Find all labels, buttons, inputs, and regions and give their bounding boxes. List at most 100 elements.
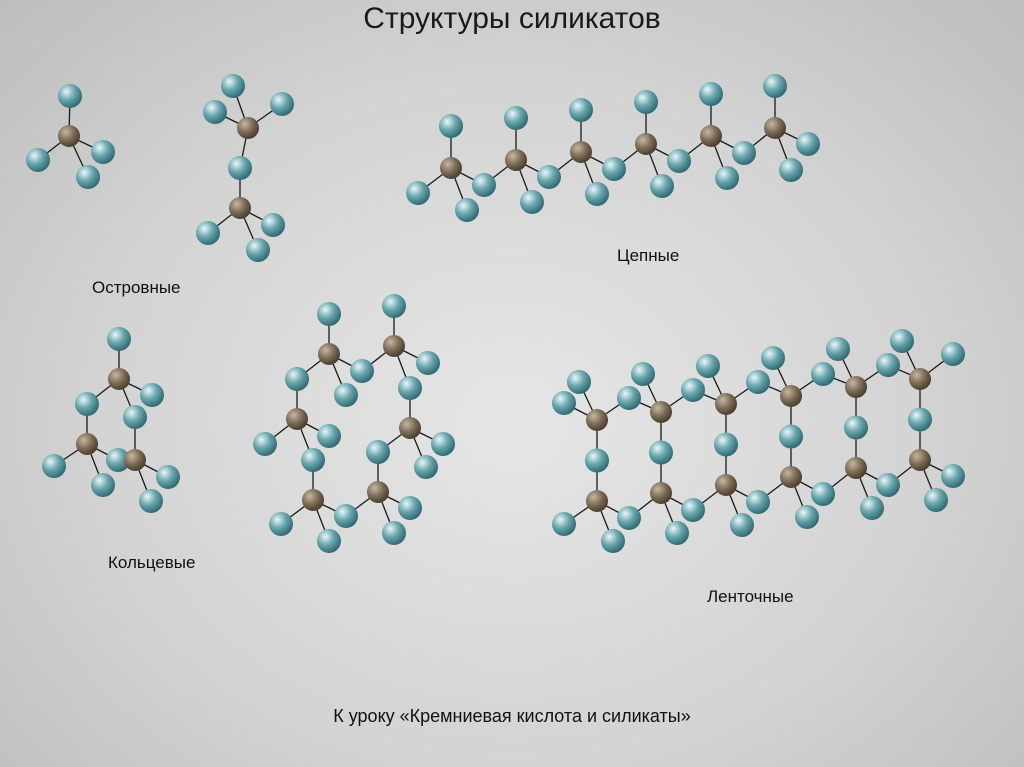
oxygen-atom (317, 529, 341, 553)
oxygen-atom (941, 464, 965, 488)
oxygen-atom (520, 190, 544, 214)
oxygen-atom (246, 238, 270, 262)
oxygen-atom (696, 354, 720, 378)
oxygen-atom (58, 84, 82, 108)
oxygen-atom (601, 529, 625, 553)
silicon-atom (570, 141, 592, 163)
oxygen-atom (107, 327, 131, 351)
oxygen-atom (665, 521, 689, 545)
silicon-atom (635, 133, 657, 155)
silicon-atom (302, 489, 324, 511)
oxygen-atom (552, 512, 576, 536)
oxygen-atom (567, 370, 591, 394)
oxygen-atom (91, 140, 115, 164)
silicon-atom (383, 335, 405, 357)
oxygen-atom (617, 386, 641, 410)
footer-caption: К уроку «Кремниевая кислота и силикаты» (333, 706, 691, 726)
silicon-atom (586, 409, 608, 431)
oxygen-atom (334, 504, 358, 528)
oxygen-atom (681, 378, 705, 402)
oxygen-atom (156, 465, 180, 489)
silicon-atom (586, 490, 608, 512)
silicon-atom (715, 474, 737, 496)
silicon-atom (780, 385, 802, 407)
oxygen-atom (42, 454, 66, 478)
silicon-atom (399, 417, 421, 439)
oxygen-atom (416, 351, 440, 375)
oxygen-atom (585, 182, 609, 206)
oxygen-atom (941, 342, 965, 366)
oxygen-atom (552, 391, 576, 415)
oxygen-atom (269, 512, 293, 536)
silicon-atom (318, 343, 340, 365)
oxygen-atom (908, 407, 932, 432)
oxygen-atom (681, 498, 705, 522)
oxygen-atom (317, 302, 341, 326)
silicon-atom (700, 125, 722, 147)
oxygen-atom (730, 513, 754, 537)
silicon-atom (237, 117, 259, 139)
oxygen-atom (334, 383, 358, 407)
oxygen-atom (455, 198, 479, 222)
silicon-atom (650, 482, 672, 504)
oxygen-atom (715, 166, 739, 190)
oxygen-atom (414, 455, 438, 479)
oxygen-atom (366, 440, 390, 464)
oxygen-atom (796, 132, 820, 156)
silicon-atom (715, 393, 737, 415)
silicon-atom (650, 401, 672, 423)
oxygen-atom (221, 74, 245, 98)
atoms-layer (26, 74, 965, 553)
oxygen-atom (667, 149, 691, 173)
oxygen-atom (140, 383, 164, 407)
oxygen-atom (203, 100, 227, 124)
oxygen-atom (699, 82, 723, 106)
silicon-atom (909, 368, 931, 390)
oxygen-atom (650, 174, 674, 198)
oxygen-atom (228, 156, 252, 180)
oxygen-atom (106, 448, 130, 472)
oxygen-atom (779, 424, 803, 449)
oxygen-atom (398, 376, 422, 400)
silicon-atom (505, 149, 527, 171)
oxygen-atom (261, 213, 285, 237)
oxygen-atom (270, 92, 294, 116)
oxygen-atom (253, 432, 277, 456)
silicon-atom (108, 368, 130, 390)
oxygen-atom (26, 148, 50, 172)
oxygen-atom (91, 473, 115, 497)
silicon-atom (845, 457, 867, 479)
oxygen-atom (301, 448, 325, 472)
oxygen-atom (196, 221, 220, 245)
oxygen-atom (617, 506, 641, 530)
chain-silicates-label: Цепные (617, 246, 680, 265)
silicon-atom (286, 408, 308, 430)
silicon-atom (367, 481, 389, 503)
oxygen-atom (844, 415, 868, 440)
oxygen-atom (890, 329, 914, 353)
island-silicates-label: Островные (92, 278, 181, 297)
oxygen-atom (285, 367, 309, 391)
oxygen-atom (826, 337, 850, 361)
silicon-atom (845, 376, 867, 398)
oxygen-atom (398, 496, 422, 520)
oxygen-atom (317, 424, 341, 448)
oxygen-atom (350, 359, 374, 383)
silicon-atom (124, 449, 146, 471)
oxygen-atom (714, 432, 738, 457)
oxygen-atom (732, 141, 756, 165)
ring-silicates-label: Кольцевые (108, 553, 196, 572)
oxygen-atom (569, 98, 593, 122)
oxygen-atom (634, 90, 658, 114)
oxygen-atom (537, 165, 561, 189)
oxygen-atom (382, 521, 406, 545)
silicon-atom (76, 433, 98, 455)
oxygen-atom (649, 440, 673, 465)
oxygen-atom (472, 173, 496, 197)
oxygen-atom (761, 346, 785, 370)
oxygen-atom (811, 482, 835, 506)
oxygen-atom (75, 392, 99, 416)
page-title: Структуры силикатов (363, 2, 661, 35)
silicon-atom (780, 466, 802, 488)
